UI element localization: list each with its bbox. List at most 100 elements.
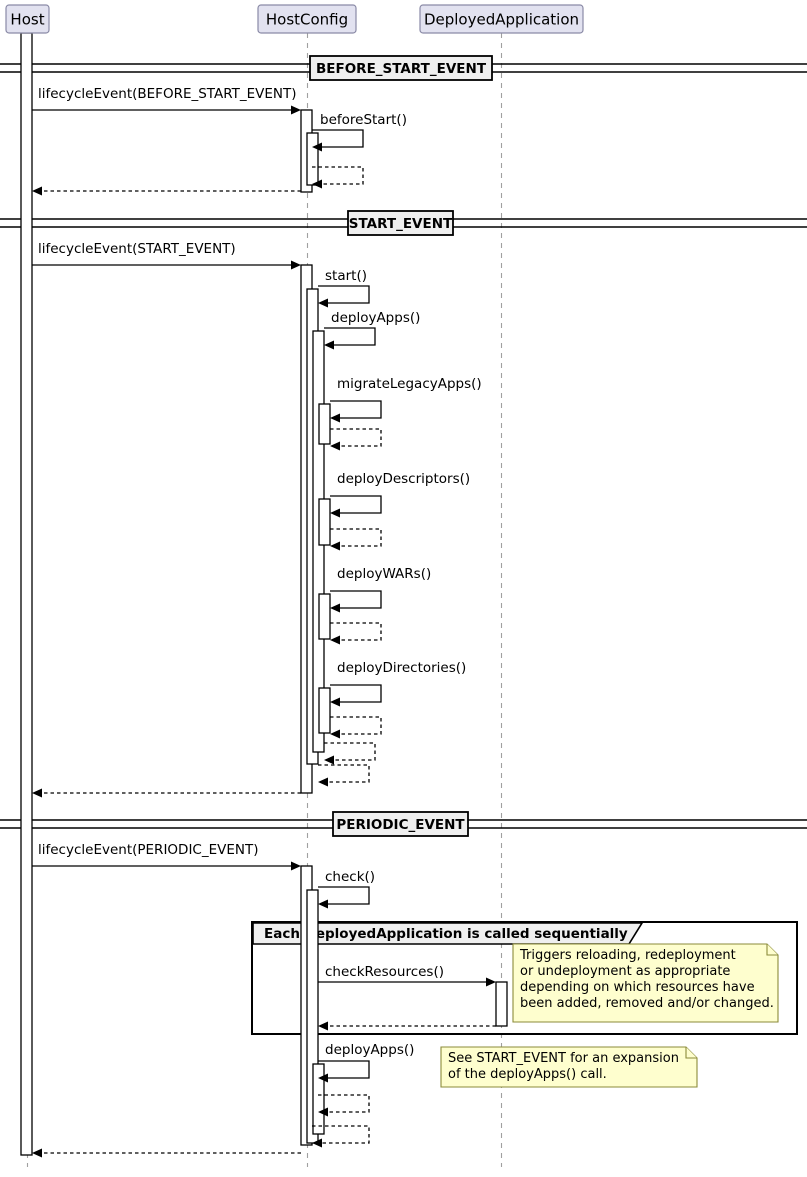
activation-bar-config-desc — [318, 498, 331, 546]
message-before-start-return[interactable] — [32, 186, 301, 196]
participant-deploy[interactable]: DeployedApplication — [419, 4, 584, 34]
arrow-head-lifecycle-periodic — [291, 861, 301, 871]
participant-label-host: Host — [10, 11, 44, 29]
message-path-before-start-self — [312, 129, 364, 148]
message-path-deploy-descriptors-self — [330, 495, 382, 514]
message-label-check-resources: checkResources() — [325, 964, 444, 980]
arrow-head-deploy-apps-self-2 — [318, 1073, 328, 1083]
message-label-lifecycle-start: lifecycleEvent(START_EVENT) — [38, 241, 236, 257]
divider-label-before-start: BEFORE_START_EVENT — [316, 61, 487, 77]
activation-bar-config-deployapps2 — [312, 1063, 325, 1135]
message-lifecycle-periodic[interactable]: lifecycleEvent(PERIODIC_EVENT) — [32, 842, 301, 871]
message-path-start-self — [318, 285, 370, 304]
divider-box-before-start — [309, 55, 493, 81]
message-deploy-apps-return-2[interactable] — [318, 1094, 370, 1117]
arrow-head-lifecycle-before-start — [291, 105, 301, 115]
message-path-deploy-directories-self — [330, 684, 382, 703]
note-body-check-resources-note — [512, 943, 779, 1023]
message-lifecycle-periodic-return[interactable] — [32, 1148, 301, 1158]
message-start-return[interactable] — [318, 764, 370, 787]
activation-bar-config-before-self — [306, 132, 319, 186]
activation-bar-host-main — [20, 32, 33, 1156]
message-label-check-self: check() — [325, 869, 375, 885]
message-lifecycle-start-return[interactable] — [32, 788, 301, 798]
message-migrate-legacy-apps-return[interactable] — [330, 428, 382, 451]
message-label-deploy-directories-self: deployDirectories() — [337, 660, 466, 676]
message-lifecycle-before-start[interactable]: lifecycleEvent(BEFORE_START_EVENT) — [32, 86, 301, 115]
participant-box-host[interactable] — [5, 4, 50, 34]
divider-box-periodic — [332, 811, 469, 837]
message-deploy-wars-self[interactable]: deployWARs() — [330, 566, 431, 613]
message-label-deploy-descriptors-self: deployDescriptors() — [337, 471, 470, 487]
activations-layer — [20, 32, 508, 1156]
arrow-head-check-self — [318, 899, 328, 909]
group-frame-each-deployed-application — [251, 921, 798, 1035]
arrow-head-check-resources-return — [318, 1021, 328, 1031]
message-deploy-apps-return-1[interactable] — [324, 742, 376, 765]
group-tab-label-each-deployed-application: Each DeployedApplication is called seque… — [264, 926, 628, 942]
note-line: been added, removed and/or changed. — [520, 996, 774, 1011]
message-before-start-self-return[interactable] — [312, 166, 364, 189]
arrow-head-deploy-apps-self-1 — [324, 340, 334, 350]
note-body-deploy-apps-note — [440, 1046, 698, 1088]
message-deploy-apps-self-1[interactable]: deployApps() — [324, 310, 420, 350]
participant-box-config[interactable] — [257, 4, 357, 34]
message-deploy-apps-self-2[interactable]: deployApps() — [318, 1042, 414, 1083]
lifelines-layer — [26, 33, 503, 1167]
groups-layer: Each DeployedApplication is called seque… — [251, 921, 798, 1035]
message-path-check-return — [312, 1125, 370, 1144]
message-check-self[interactable]: check() — [318, 869, 375, 909]
arrow-head-migrate-legacy-apps-self — [330, 413, 340, 423]
participant-host[interactable]: Host — [5, 4, 50, 34]
arrow-head-before-start-self — [312, 142, 322, 152]
group-each-deployed-application: Each DeployedApplication is called seque… — [251, 921, 798, 1035]
message-label-deploy-wars-self: deployWARs() — [337, 566, 431, 582]
divider-box-start — [347, 210, 454, 236]
message-deploy-wars-return[interactable] — [330, 622, 382, 645]
divider-periodic: PERIODIC_EVENT — [0, 811, 807, 837]
participant-config[interactable]: HostConfig — [257, 4, 357, 34]
messages-layer: lifecycleEvent(BEFORE_START_EVENT)before… — [32, 86, 496, 1158]
participant-box-deploy[interactable] — [419, 4, 584, 34]
note-fold-deploy-apps-note — [685, 1047, 697, 1059]
message-path-deploy-apps-self-1 — [324, 327, 376, 346]
arrow-head-before-start-return — [32, 186, 42, 196]
message-label-start-self: start() — [325, 268, 367, 284]
message-migrate-legacy-apps-self[interactable]: migrateLegacyApps() — [330, 376, 482, 423]
message-deploy-directories-return[interactable] — [330, 716, 382, 739]
divider-before-start: BEFORE_START_EVENT — [0, 55, 807, 81]
message-check-return[interactable] — [312, 1125, 370, 1148]
arrow-head-deploy-descriptors-return — [330, 541, 340, 551]
message-check-resources-return[interactable] — [318, 1021, 496, 1031]
note-fold-check-resources-note — [766, 944, 778, 956]
message-path-before-start-self-return — [312, 166, 364, 185]
divider-start: START_EVENT — [0, 210, 807, 236]
participant-label-config: HostConfig — [266, 11, 348, 29]
message-before-start-self[interactable]: beforeStart() — [312, 112, 407, 152]
arrow-head-start-return — [318, 777, 328, 787]
message-start-self[interactable]: start() — [318, 268, 370, 308]
arrow-head-lifecycle-periodic-return — [32, 1148, 42, 1158]
arrow-head-deploy-directories-return — [330, 729, 340, 739]
message-path-deploy-directories-return — [330, 716, 382, 735]
divider-label-periodic: PERIODIC_EVENT — [336, 817, 465, 833]
message-path-deploy-apps-self-2 — [318, 1060, 370, 1079]
message-lifecycle-start[interactable]: lifecycleEvent(START_EVENT) — [32, 241, 301, 270]
message-deploy-descriptors-return[interactable] — [330, 528, 382, 551]
arrow-head-lifecycle-start-return — [32, 788, 42, 798]
arrow-head-migrate-legacy-apps-return — [330, 441, 340, 451]
divider-label-start: START_EVENT — [349, 216, 453, 232]
message-deploy-descriptors-self[interactable]: deployDescriptors() — [330, 471, 470, 518]
message-check-resources[interactable]: checkResources() — [318, 964, 496, 987]
note-line: depending on which resources have — [520, 980, 755, 995]
message-path-deploy-wars-return — [330, 622, 382, 641]
message-path-start-return — [318, 764, 370, 783]
message-path-check-self — [318, 886, 370, 905]
message-path-migrate-legacy-apps-self — [330, 400, 382, 419]
message-deploy-directories-self[interactable]: deployDirectories() — [330, 660, 466, 707]
message-label-lifecycle-periodic: lifecycleEvent(PERIODIC_EVENT) — [38, 842, 259, 858]
arrow-head-lifecycle-start — [291, 260, 301, 270]
